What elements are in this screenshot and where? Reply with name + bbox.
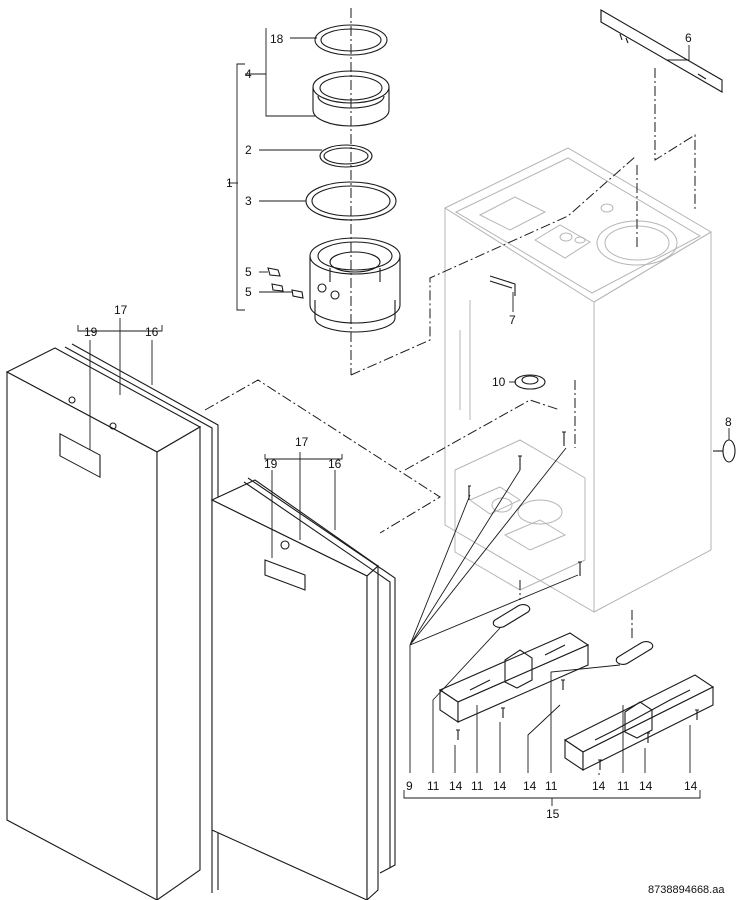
leader-lines bbox=[77, 28, 730, 806]
label-19a: 19 bbox=[84, 325, 98, 339]
label-1: 1 bbox=[226, 176, 233, 190]
label-15: 15 bbox=[546, 807, 560, 821]
cap-8 bbox=[713, 439, 736, 463]
label-14b: 14 bbox=[493, 779, 507, 793]
base-rail-left bbox=[438, 632, 590, 724]
label-11a: 11 bbox=[427, 779, 440, 793]
label-14a: 14 bbox=[449, 779, 463, 793]
label-5b: 5 bbox=[245, 285, 252, 299]
label-3: 3 bbox=[245, 194, 252, 208]
seal-11 bbox=[492, 603, 654, 666]
callout-labels: 18 4 1 2 3 5 5 6 7 8 10 17 19 16 17 19 1… bbox=[84, 31, 732, 896]
screws-14 bbox=[456, 679, 699, 770]
screws-9 bbox=[468, 431, 582, 576]
document-id: 8738894668.aa bbox=[648, 884, 725, 896]
label-14c: 14 bbox=[523, 779, 537, 793]
label-16b: 16 bbox=[328, 457, 342, 471]
label-14f: 14 bbox=[684, 779, 698, 793]
label-19b: 19 bbox=[264, 457, 278, 471]
label-10: 10 bbox=[492, 375, 506, 389]
label-7: 7 bbox=[509, 313, 516, 327]
label-14e: 14 bbox=[639, 779, 653, 793]
label-16a: 16 bbox=[145, 325, 159, 339]
seal-2 bbox=[319, 144, 373, 168]
pressure-gauge-7 bbox=[489, 275, 516, 296]
label-4: 4 bbox=[245, 67, 252, 81]
label-17a: 17 bbox=[114, 303, 128, 317]
label-11c: 11 bbox=[545, 779, 558, 793]
boiler-housing bbox=[443, 147, 712, 613]
label-6: 6 bbox=[685, 31, 692, 45]
label-18: 18 bbox=[270, 32, 284, 46]
base-rail-right bbox=[563, 674, 715, 772]
front-panel bbox=[210, 477, 396, 900]
side-panel-left bbox=[5, 343, 219, 900]
label-2: 2 bbox=[245, 143, 252, 157]
flue-adapter bbox=[309, 237, 401, 333]
assembly-axes bbox=[204, 8, 696, 640]
label-5a: 5 bbox=[245, 265, 252, 279]
clips-5 bbox=[267, 267, 304, 299]
label-11d: 11 bbox=[617, 779, 630, 793]
label-14d: 14 bbox=[592, 779, 606, 793]
grommet-10 bbox=[514, 374, 546, 390]
label-9: 9 bbox=[406, 779, 413, 793]
label-11b: 11 bbox=[471, 779, 484, 793]
label-8: 8 bbox=[725, 415, 732, 429]
mounting-bracket-6 bbox=[600, 9, 723, 93]
label-17b: 17 bbox=[295, 435, 309, 449]
